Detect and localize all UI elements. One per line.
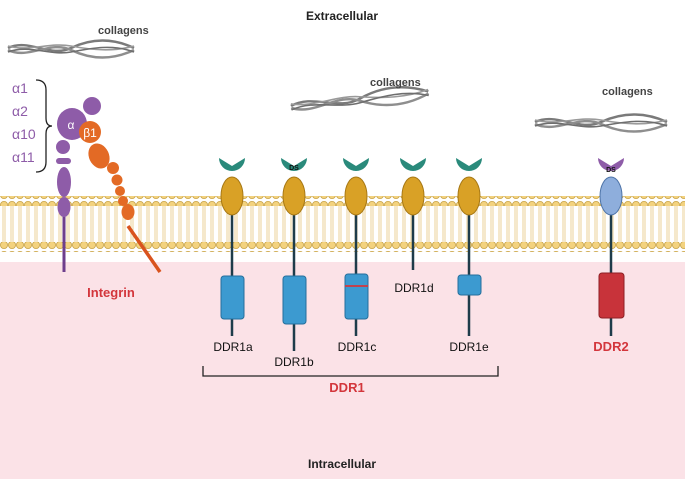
- ddr2-label: DDR2: [593, 339, 628, 354]
- ddr1-group-bracket: [202, 366, 499, 377]
- collagen-fiber-ddr2: collagens: [533, 86, 669, 133]
- ddr1d-receptor: [400, 158, 426, 270]
- integrin-beta1-head: [79, 121, 101, 143]
- svg-text:collagens: collagens: [98, 25, 149, 37]
- integrin-alpha-subunit-list: α1 α2 α10 α11: [12, 79, 53, 173]
- integrin-beta1-chain: [88, 143, 162, 273]
- cytoplasm-region: [0, 262, 685, 479]
- intracellular-label: Intracellular: [308, 457, 376, 471]
- ddr1b-label: DDR1b: [274, 355, 314, 369]
- ddr2-receptor: DS: [598, 158, 625, 336]
- subunit-brace: [35, 79, 53, 173]
- ddr1a-receptor: [219, 158, 245, 336]
- ddr1e-receptor: [456, 158, 482, 336]
- integrin-label: Integrin: [87, 285, 135, 300]
- ddr1e-label: DDR1e: [449, 340, 489, 354]
- extracellular-label: Extracellular: [306, 9, 378, 23]
- collagen-fiber-integrin: collagens: [6, 25, 149, 59]
- ddr1b-ds-label: DS: [289, 165, 299, 172]
- integrin-subunit-a10: α10: [12, 126, 36, 142]
- integrin-subunit-a2: α2: [12, 103, 28, 119]
- svg-text:collagens: collagens: [370, 77, 421, 89]
- ddr1a-label: DDR1a: [213, 340, 253, 354]
- cell-membrane: [0, 196, 685, 252]
- ddr1-group-label: DDR1: [329, 380, 364, 395]
- ddr1b-receptor: DS: [281, 158, 307, 351]
- svg-text:collagens: collagens: [602, 86, 653, 98]
- integrin-receptor: α β1: [56, 97, 162, 273]
- ddr1d-label: DDR1d: [394, 281, 433, 295]
- ddr2-ds-label: DS: [606, 167, 616, 174]
- integrin-alpha-label: α: [68, 118, 75, 132]
- ddr1c-label: DDR1c: [338, 340, 377, 354]
- collagen-fiber-ddr1: collagens: [288, 77, 431, 117]
- integrin-subunit-a1: α1: [12, 80, 28, 96]
- ddr1c-receptor: [343, 158, 369, 336]
- integrin-beta1-label: β1: [83, 126, 97, 140]
- integrin-subunit-a11: α11: [12, 149, 35, 165]
